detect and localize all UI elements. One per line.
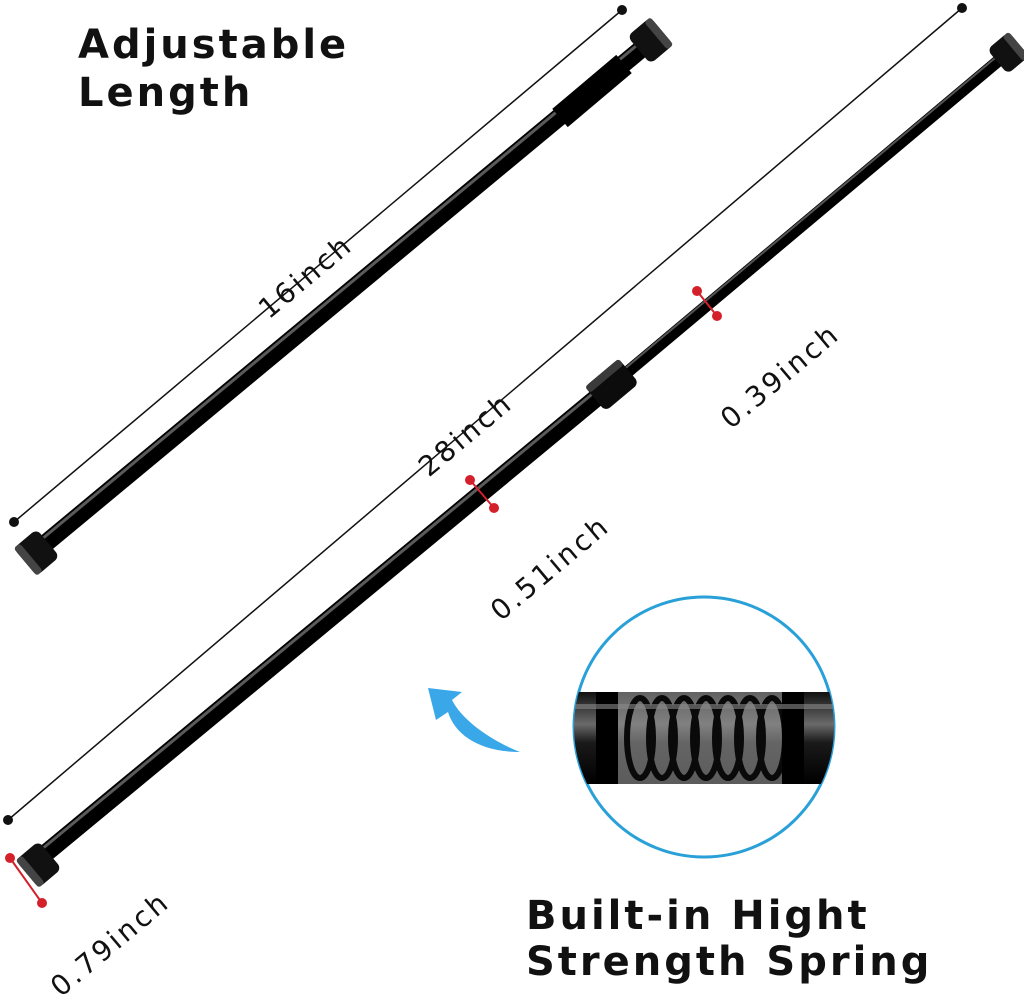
long-rod-dimension-line [3,3,967,825]
thin-diameter-marker [692,286,722,321]
callout-line2: Strength Spring [526,939,933,985]
short-rod [14,18,673,575]
long-rod-end-cap-right [989,32,1024,72]
spring-detail-circle [572,595,836,859]
short-rod-end-cap-right [629,18,673,62]
short-rod-end-cap-left [14,531,58,575]
long-rod-joint [586,359,637,409]
long-rod [16,32,1024,887]
mid-diameter-marker [465,475,499,513]
heading-line2: Length [78,70,254,116]
short-rod-dimension-line [9,5,627,527]
curved-arrow-icon [428,688,520,752]
spring-icon [574,692,834,784]
end-diameter-marker [5,853,47,908]
callout-line1: Built-in Hight [526,893,870,939]
heading-line1: Adjustable [78,22,350,68]
long-rod-end-cap-left [16,843,60,887]
